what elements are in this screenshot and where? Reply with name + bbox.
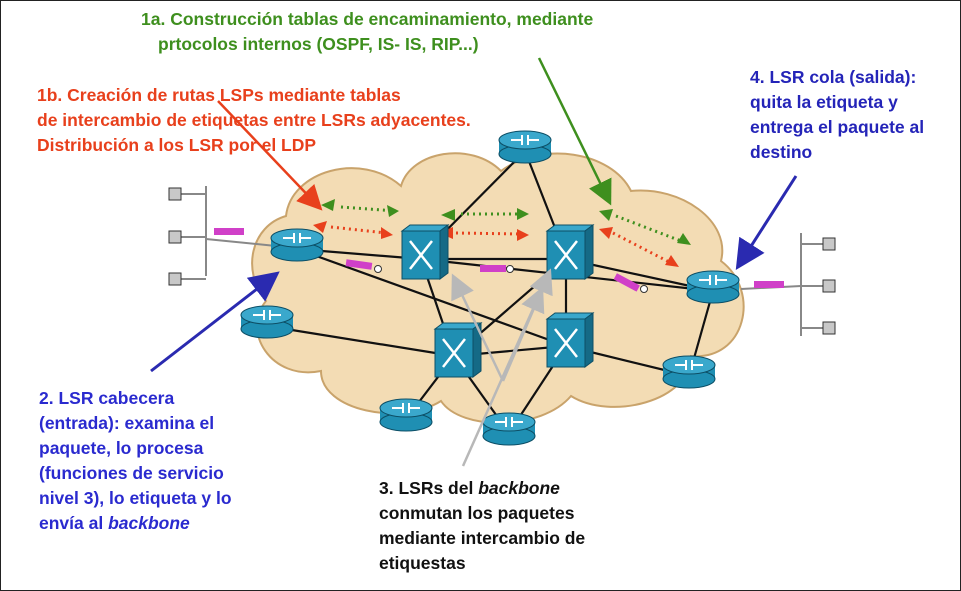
label-4: 4. LSR cola (salida): quita la etiqueta …: [750, 67, 925, 162]
host-icon: [822, 237, 836, 251]
router-icon: [686, 270, 740, 304]
label-switch-icon: [433, 322, 483, 378]
host-icon: [168, 272, 182, 286]
label-tag-icon: [374, 265, 382, 273]
router-icon: [498, 130, 552, 164]
label-switch-icon: [545, 224, 595, 280]
label-tag-icon: [345, 259, 373, 270]
label-tag-icon: [754, 281, 784, 288]
host-icon: [168, 230, 182, 244]
label-tag-icon: [480, 265, 506, 272]
router-icon: [270, 228, 324, 262]
host-icon: [168, 187, 182, 201]
label-1a: 1a. Construcción tablas de encaminamient…: [141, 9, 594, 54]
label-3: 3. LSRs del backbone conmutan los paquet…: [379, 478, 586, 573]
router-icon: [482, 412, 536, 446]
label-1b: 1b. Creación de rutas LSPs mediante tabl…: [37, 85, 471, 155]
ingress-hosts: [181, 186, 277, 280]
label-tag-icon: [506, 265, 514, 273]
label-switch-icon: [545, 312, 595, 368]
router-icon: [240, 305, 294, 339]
lsp-arrowheads: [313, 199, 691, 267]
host-icon: [822, 279, 836, 293]
lsp-paths: [330, 205, 682, 265]
label-tag-icon: [640, 285, 648, 293]
egress-hosts: [740, 233, 823, 336]
label-tag-icon: [613, 273, 640, 292]
host-icon: [822, 321, 836, 335]
router-icon: [379, 398, 433, 432]
annotation-arrows: [150, 57, 798, 467]
label-switch-icon: [400, 224, 450, 280]
label-tag-icon: [214, 228, 244, 235]
router-icon: [662, 355, 716, 389]
label-2: 2. LSR cabecera (entrada): examina el pa…: [39, 388, 232, 533]
